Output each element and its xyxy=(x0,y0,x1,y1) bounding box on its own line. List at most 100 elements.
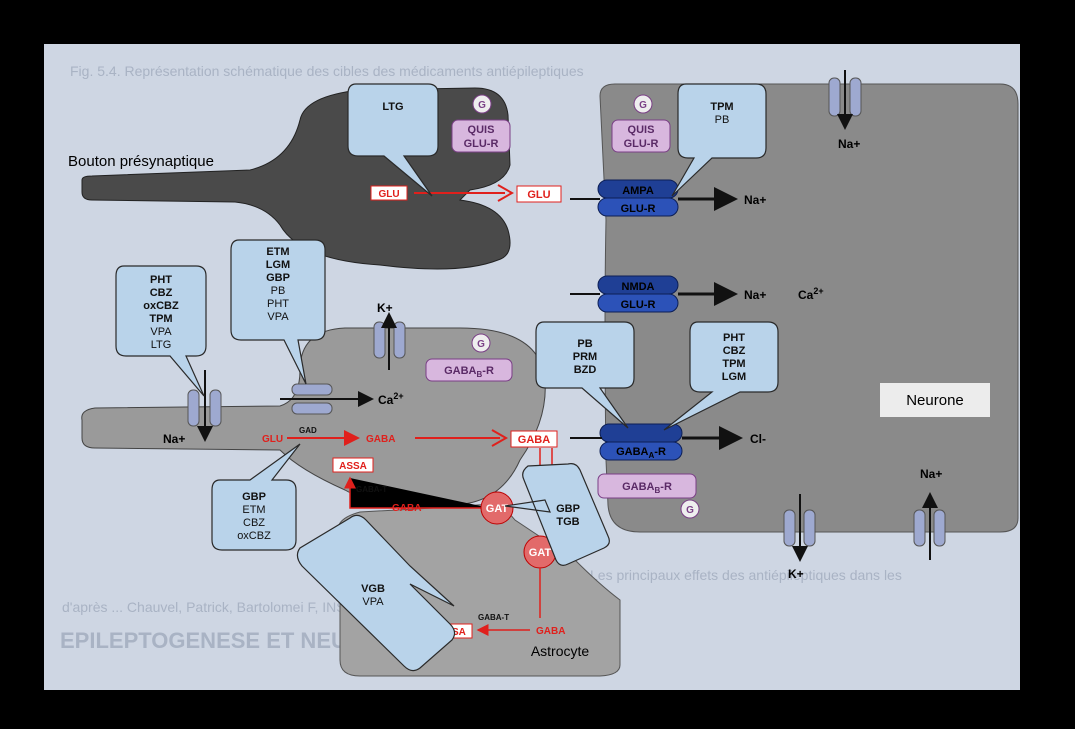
svg-text:GLU: GLU xyxy=(262,434,283,445)
svg-text:QUIS: QUIS xyxy=(628,124,655,136)
svg-text:AMPA: AMPA xyxy=(622,185,654,197)
svg-text:G: G xyxy=(639,100,647,111)
svg-text:TPM: TPM xyxy=(149,313,172,325)
k-channel-mid: K+ xyxy=(373,301,406,370)
svg-text:PRM: PRM xyxy=(573,351,597,363)
na-channel-lower: Na+ xyxy=(913,467,946,560)
quis-left: G QUIS GLU-R xyxy=(451,94,511,153)
svg-text:K+: K+ xyxy=(788,567,804,581)
callout-pht: PHT CBZ oxCBZ TPM VPA LTG xyxy=(115,265,207,397)
ampa-receptor: AMPA GLU-R xyxy=(597,179,679,217)
svg-text:Na+: Na+ xyxy=(838,137,860,151)
gat-transporter-1: GAT xyxy=(480,491,514,525)
svg-text:Ca2+: Ca2+ xyxy=(378,391,404,407)
svg-text:VPA: VPA xyxy=(267,311,289,323)
callout-tpm-pb: TPM PB xyxy=(671,83,767,197)
k-channel-lower: K+ xyxy=(783,494,816,581)
svg-text:Fig. 5.4. Représentation schém: Fig. 5.4. Représentation schématique des… xyxy=(70,63,584,79)
svg-text:PHT: PHT xyxy=(150,274,172,286)
svg-text:GABA: GABA xyxy=(536,626,565,637)
svg-text:TPM: TPM xyxy=(710,101,733,113)
svg-text:CBZ: CBZ xyxy=(243,517,265,529)
svg-text:G: G xyxy=(478,100,486,111)
gabab-receptor-mid: G GABAB-R xyxy=(425,333,513,382)
svg-text:GABAB-R: GABAB-R xyxy=(444,365,494,379)
svg-text:GAT: GAT xyxy=(529,547,552,559)
svg-text:GBP: GBP xyxy=(266,272,290,284)
svg-text:TGB: TGB xyxy=(556,516,579,528)
svg-text:VPA: VPA xyxy=(150,326,172,338)
callout-ltg: LTG xyxy=(347,83,439,197)
gabab-receptor-right: GABAB-R G xyxy=(597,473,700,519)
svg-text:PB: PB xyxy=(271,285,286,297)
svg-text:oxCBZ: oxCBZ xyxy=(237,530,271,542)
nmda-na: Na+ xyxy=(744,288,766,302)
na-channel-left: Na+ xyxy=(163,370,222,446)
svg-text:LGM: LGM xyxy=(722,371,746,383)
assa-box xyxy=(332,457,374,473)
svg-text:GABA: GABA xyxy=(518,434,550,446)
svg-text:G: G xyxy=(477,339,485,350)
callout-gbp: GBP ETM CBZ oxCBZ xyxy=(211,443,301,551)
neurone-label-box xyxy=(880,383,990,417)
svg-text:LTG: LTG xyxy=(382,101,403,113)
svg-text:GABA-T: GABA-T xyxy=(478,613,509,622)
svg-text:BZD: BZD xyxy=(574,364,597,376)
callout-gbp-tgb: GBP TGB xyxy=(504,463,610,566)
nmda-ca: Ca2+ xyxy=(798,286,824,302)
svg-text:GBP: GBP xyxy=(556,503,580,515)
svg-text:PB: PB xyxy=(577,338,592,350)
svg-text:GLU-R: GLU-R xyxy=(621,203,656,215)
svg-text:K+: K+ xyxy=(377,301,393,315)
gaba-synapse-box xyxy=(510,430,558,448)
svg-text:VPA: VPA xyxy=(362,596,384,608)
svg-text:GABAA-R: GABAA-R xyxy=(616,446,666,460)
svg-text:QUIS: QUIS xyxy=(468,124,495,136)
gabaa-receptor: GABAA-R xyxy=(599,423,683,461)
svg-text:Les principaux effets des anti: Les principaux effets des antiépileptiqu… xyxy=(590,567,902,583)
svg-text:oxCBZ: oxCBZ xyxy=(143,300,179,312)
svg-text:GLU: GLU xyxy=(527,189,550,201)
nmda-receptor: NMDA GLU-R xyxy=(597,275,679,313)
svg-text:ETM: ETM xyxy=(266,246,289,258)
svg-text:GABA-T: GABA-T xyxy=(356,485,387,494)
callout-etm: ETM LGM GBP PB PHT VPA xyxy=(230,239,326,385)
svg-text:GAD: GAD xyxy=(299,426,317,435)
svg-text:LGM: LGM xyxy=(266,259,290,271)
callout-pht-right: PHT CBZ TPM LGM xyxy=(663,321,779,431)
svg-text:LTG: LTG xyxy=(151,339,172,351)
svg-text:GLU-R: GLU-R xyxy=(464,138,499,150)
svg-text:GABA: GABA xyxy=(392,503,421,514)
svg-text:Na+: Na+ xyxy=(920,467,942,481)
svg-text:PHT: PHT xyxy=(267,298,289,310)
callout-vgb: VGB VPA xyxy=(296,514,456,672)
svg-text:Na+: Na+ xyxy=(163,432,185,446)
na-channel-top: Na+ xyxy=(828,70,862,151)
bouton-label: Bouton présynaptique xyxy=(68,153,214,170)
svg-text:GABAB-R: GABAB-R xyxy=(622,481,672,495)
cl-label: Cl- xyxy=(750,432,766,446)
svg-text:GAT: GAT xyxy=(486,503,509,515)
svg-text:NMDA: NMDA xyxy=(622,281,655,293)
ampa-na: Na+ xyxy=(744,193,766,207)
svg-text:TPM: TPM xyxy=(722,358,745,370)
svg-text:VGB: VGB xyxy=(361,583,385,595)
svg-text:CBZ: CBZ xyxy=(150,287,173,299)
svg-text:GLU: GLU xyxy=(378,189,399,200)
svg-text:GBP: GBP xyxy=(242,491,266,503)
neurone-label: Neurone xyxy=(906,392,964,409)
ca-channel: Ca2+ xyxy=(280,383,404,415)
svg-text:CBZ: CBZ xyxy=(723,345,746,357)
svg-text:ETM: ETM xyxy=(242,504,265,516)
glu-synapse-box xyxy=(516,185,562,203)
svg-text:PHT: PHT xyxy=(723,332,745,344)
callout-pb-prm: PB PRM BZD xyxy=(535,321,635,429)
glu-left-box xyxy=(370,185,408,201)
svg-text:G: G xyxy=(686,505,694,516)
svg-text:GABA: GABA xyxy=(366,434,395,445)
svg-text:GLU-R: GLU-R xyxy=(624,138,659,150)
svg-text:PB: PB xyxy=(715,114,730,126)
svg-text:ASSA: ASSA xyxy=(339,461,367,472)
quis-right: G QUIS GLU-R xyxy=(611,94,671,153)
